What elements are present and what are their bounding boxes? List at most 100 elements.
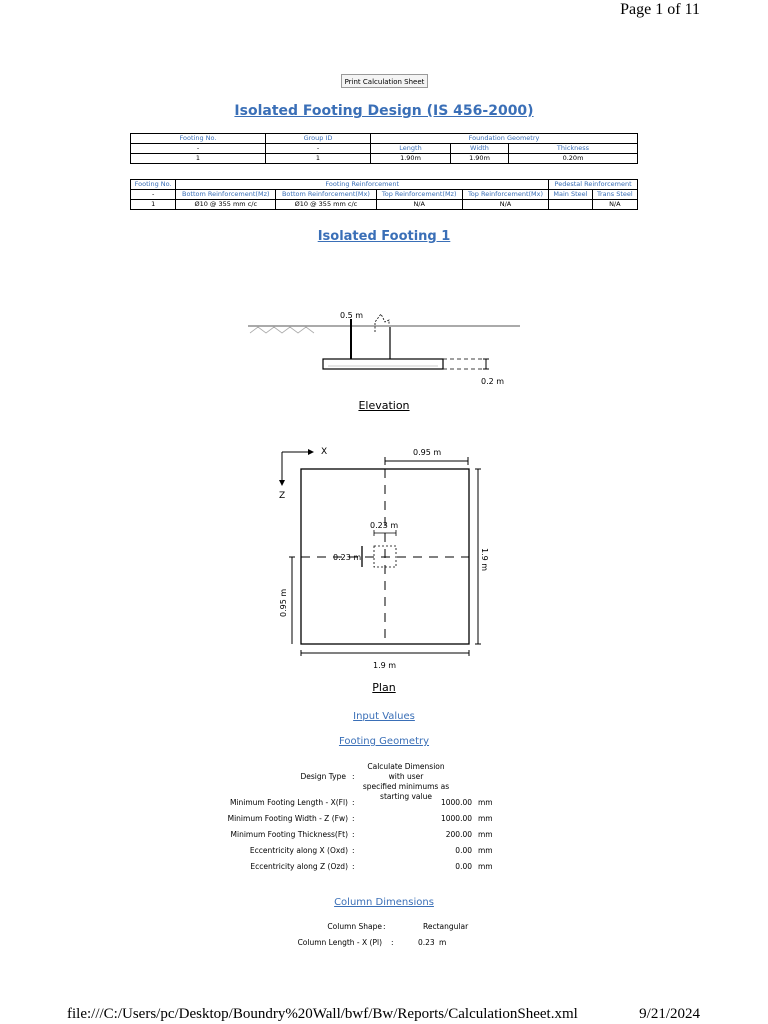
section-title: Isolated Footing 1 <box>317 229 451 244</box>
z-axis-arrow <box>279 480 285 486</box>
row-label: Column Length - X (Pl) <box>297 938 382 947</box>
table-row: 1 1 1.90m 1.90m 0.20m <box>130 153 638 164</box>
elevation-label: Elevation <box>358 399 410 412</box>
cell-width: 1.90m <box>450 153 509 164</box>
row-value: 200.00 <box>445 830 472 839</box>
colon: : <box>352 814 355 823</box>
design-type-value-line: specified minimums as <box>362 782 450 791</box>
footing-slab <box>322 358 444 370</box>
table-subheader-row: - - Length Width Thickness <box>130 143 638 154</box>
eccentricity-z-row: Eccentricity along Z (Ozd) : 0.00 mm <box>0 862 768 874</box>
colon: : <box>352 846 355 855</box>
footer-date: 9/21/2024 <box>639 1006 700 1022</box>
dim-width-label: 1.9 m <box>480 548 489 571</box>
dim-col-width-label: 0.23 m <box>370 521 398 530</box>
table-subheader-row: - Bottom Reinforcement(Mz) Bottom Reinfo… <box>129 189 639 200</box>
colon: : <box>352 862 355 871</box>
column-outline <box>373 545 397 568</box>
footing-geometry-heading: Footing Geometry <box>338 736 430 747</box>
row-label: Eccentricity along Z (Ozd) <box>250 862 348 871</box>
min-footing-width-row: Minimum Footing Width - Z (Fw) : 1000.00… <box>0 814 768 826</box>
row-label: Minimum Footing Length - X(Fl) <box>229 798 348 807</box>
cell-main-steel <box>548 199 593 210</box>
footing-reinforcement-table: Footing No. Footing Reinforcement Pedest… <box>129 179 639 210</box>
row-value: 0.23 <box>418 938 435 947</box>
x-axis-arrow <box>308 449 314 455</box>
subheader-dash: - <box>129 189 177 200</box>
footer-file-path: file:///C:/Users/pc/Desktop/Boundry%20Wa… <box>67 1006 578 1022</box>
dim-length-label: 1.9 m <box>373 661 396 670</box>
dim-half-length-label: 0.95 m <box>279 589 288 617</box>
subheader-dash: - <box>130 143 266 154</box>
column-length-row: Column Length - X (Pl) : 0.23 m <box>0 938 768 950</box>
min-footing-thickness-row: Minimum Footing Thickness(Ft) : 200.00 m… <box>0 830 768 842</box>
design-type-label: Design Type <box>300 772 346 781</box>
header-group-id: Group ID <box>265 133 371 144</box>
dim-half-width-label: 0.95 m <box>413 448 441 457</box>
colon: : <box>352 830 355 839</box>
footing-geometry-table: Footing No. Group ID Foundation Geometry… <box>130 133 638 164</box>
colon: : <box>383 922 386 931</box>
cell-top-mx: N/A <box>461 199 550 210</box>
cell-footing-no: 1 <box>129 199 177 210</box>
cell-group-id: 1 <box>265 153 371 164</box>
axis-x-label: X <box>321 447 327 457</box>
header-footing-no: Footing No. <box>129 179 177 190</box>
header-trans-steel: Trans Steel <box>591 189 639 200</box>
header-footing-no: Footing No. <box>130 133 266 144</box>
row-value: 0.00 <box>455 846 472 855</box>
row-value: Rectangular <box>423 922 469 931</box>
dim-thickness-label: 0.2 m <box>481 377 504 386</box>
print-calculation-sheet-button[interactable]: Print Calculation Sheet <box>341 74 428 88</box>
header-length: Length <box>370 143 451 154</box>
row-label: Column Shape <box>327 922 382 931</box>
header-footing-reinforcement: Footing Reinforcement <box>175 179 550 190</box>
plan-label: Plan <box>372 681 396 694</box>
header-bottom-reinforcement-mz: Bottom Reinforcement(Mz) <box>175 189 277 200</box>
table-header-row: Footing No. Footing Reinforcement Pedest… <box>129 179 638 190</box>
row-value: 1000.00 <box>440 798 472 807</box>
header-top-reinforcement-mx: Top Reinforcement(Mx) <box>461 189 550 200</box>
cell-footing-no: 1 <box>130 153 266 164</box>
dim-pedestal-label: 0.5 m <box>340 311 363 320</box>
row-unit: m <box>439 938 447 947</box>
table-row: 1 Ø10 @ 355 mm c/c Ø10 @ 355 mm c/c N/A … <box>129 199 639 210</box>
column-shape-row: Column Shape : Rectangular <box>0 922 768 934</box>
table-header-row: Footing No. Group ID Foundation Geometry <box>130 133 638 144</box>
cell-length: 1.90m <box>370 153 451 164</box>
row-unit: mm <box>478 798 493 807</box>
header-thickness: Thickness <box>508 143 638 154</box>
design-type-value-line: starting value <box>380 792 432 801</box>
row-value: 1000.00 <box>440 814 472 823</box>
cell-trans-steel: N/A <box>591 199 639 210</box>
header-top-reinforcement-mz: Top Reinforcement(Mz) <box>375 189 463 200</box>
colon: : <box>352 772 355 781</box>
row-unit: mm <box>478 862 493 871</box>
elevation-drawing: 0.5 m 0.2 m <box>248 311 520 386</box>
colon: : <box>352 798 355 807</box>
header-foundation-geometry: Foundation Geometry <box>370 133 638 144</box>
design-type-value-line: Calculate Dimension with user <box>367 762 445 781</box>
page-title: Isolated Footing Design (IS 456-2000) <box>234 103 534 119</box>
column-dimensions-heading: Column Dimensions <box>334 897 434 908</box>
row-label: Minimum Footing Thickness(Ft) <box>230 830 348 839</box>
soil-hatch <box>249 326 315 334</box>
subheader-dash: - <box>265 143 371 154</box>
design-type-value: Calculate Dimension with user specified … <box>362 762 450 802</box>
eccentricity-x-row: Eccentricity along X (Oxd) : 0.00 mm <box>0 846 768 858</box>
header-main-steel: Main Steel <box>548 189 593 200</box>
row-unit: mm <box>478 830 493 839</box>
pedestal-break <box>374 313 390 332</box>
header-pedestal-reinforcement: Pedestal Reinforcement <box>548 179 638 190</box>
row-unit: mm <box>478 814 493 823</box>
input-values-heading: Input Values <box>353 711 415 722</box>
header-width: Width <box>450 143 509 154</box>
axis-z-label: Z <box>279 491 285 501</box>
page-number: Page 1 of 11 <box>620 1 700 18</box>
plan-drawing: X Z 0.95 m 0.23 m 0.23 m 0.95 m 1.9 m 1.… <box>279 447 489 670</box>
cell-top-mz: N/A <box>375 199 463 210</box>
row-label: Minimum Footing Width - Z (Fw) <box>227 814 348 823</box>
row-label: Eccentricity along X (Oxd) <box>249 846 348 855</box>
row-value: 0.00 <box>455 862 472 871</box>
row-unit: mm <box>478 846 493 855</box>
